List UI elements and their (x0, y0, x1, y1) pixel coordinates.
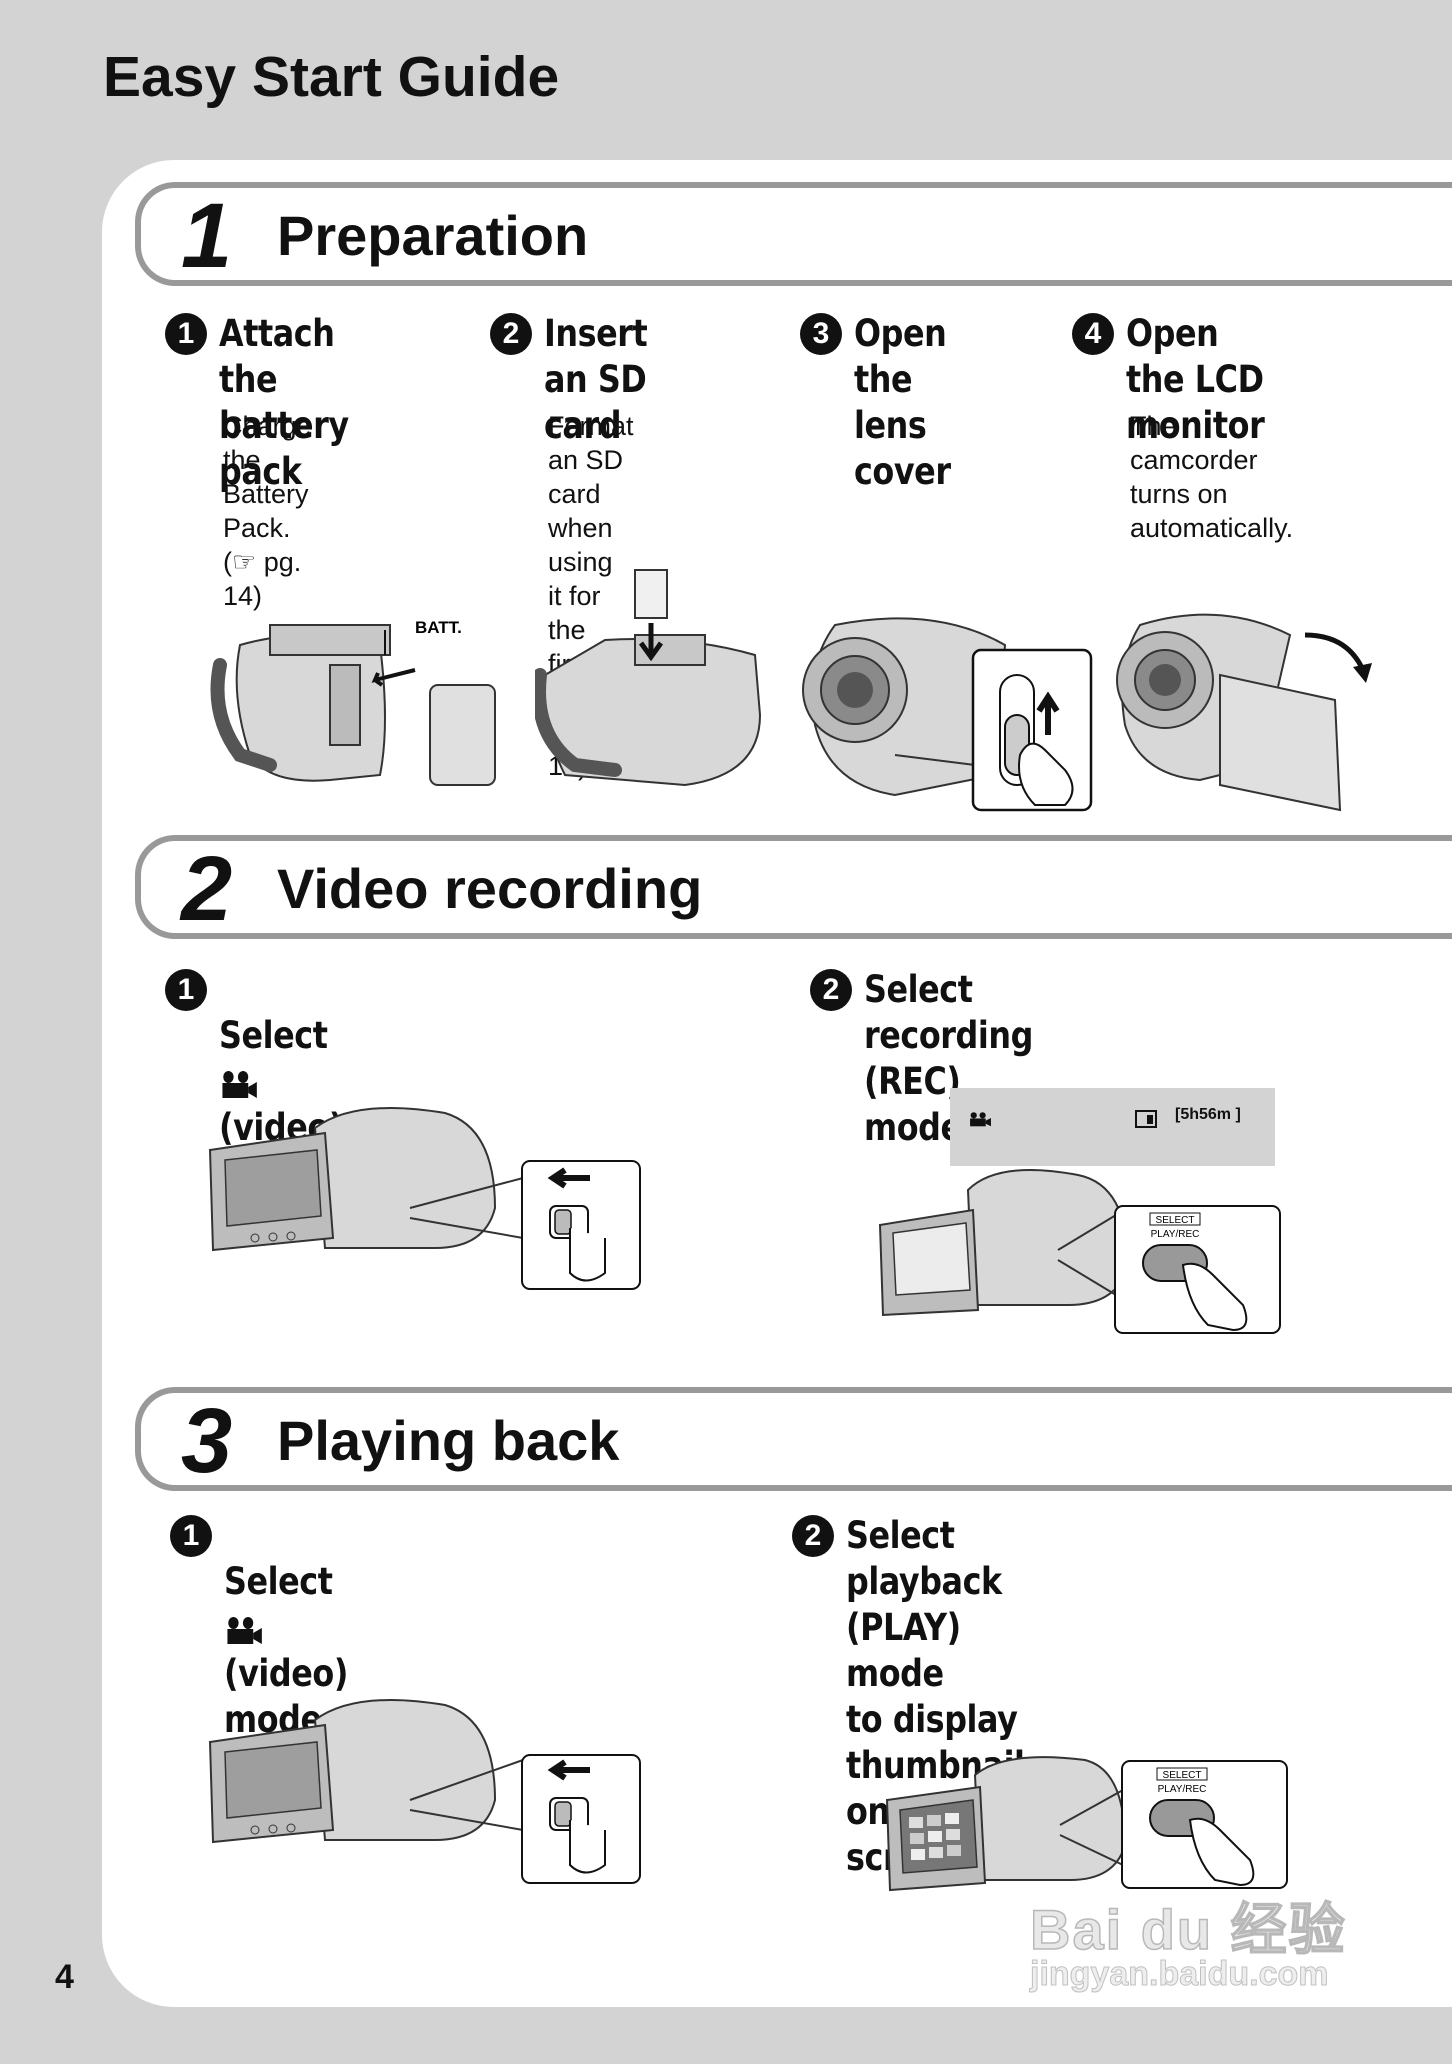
page-title: Easy Start Guide (103, 45, 560, 109)
step-badge: 2 (810, 969, 852, 1011)
lcd-status-bar: [5h56m ] (950, 1088, 1275, 1166)
step-badge: 2 (490, 313, 532, 355)
page-number: 4 (55, 1958, 74, 1996)
section-title: Playing back (277, 1409, 620, 1472)
step-title: Insert an SD card (544, 312, 648, 447)
sd-card-illustration (535, 569, 762, 787)
step-badge: 4 (1072, 313, 1114, 355)
section-header-playing-back: 3 Playing back (135, 1387, 1452, 1491)
battery-illustration: BATT. (210, 618, 496, 786)
remaining-time: [5h56m ] (1175, 1106, 1241, 1123)
lens-cover-illustration (802, 617, 1093, 812)
step-title-text: Select (224, 1560, 333, 1603)
play-mode-illustration: SELECT PLAY/REC (885, 1756, 1288, 1892)
step-title-text: Select (219, 1014, 328, 1057)
step-badge: 1 (165, 969, 207, 1011)
section-header-preparation: 1 Preparation (135, 182, 1452, 286)
video-camera-icon (970, 1112, 991, 1127)
baidu-watermark: Bai du 经验 jingyan.baidu.com (1029, 1885, 1347, 1993)
step-title: Select recording (REC) mode (864, 968, 1033, 1149)
step-title: Open the LCD monitor (1126, 312, 1265, 447)
play-rec-label: PLAY/REC (1151, 1229, 1200, 1240)
step-description: The camcorder turns on automatically. (1130, 411, 1294, 543)
select-label: SELECT (1163, 1770, 1202, 1781)
quality-icon (1135, 1110, 1157, 1128)
batt-label: BATT. (415, 618, 462, 637)
video-mode-illustration (208, 1107, 641, 1290)
step-title: Open the lens cover (854, 312, 951, 493)
watermark-url: jingyan.baidu.com (1029, 1955, 1329, 1994)
section-number: 2 (181, 838, 233, 940)
section-number: 1 (181, 185, 233, 287)
step-title-text: (video) mode (224, 1652, 348, 1741)
video-camera-icon (222, 1070, 257, 1098)
content-panel (102, 160, 1452, 2007)
section-number: 3 (181, 1390, 233, 1492)
select-label: SELECT (1156, 1215, 1195, 1226)
step-badge: 1 (170, 1515, 212, 1557)
step-title: Select (video) mode (224, 1513, 348, 1743)
video-camera-icon (227, 1616, 262, 1644)
step-badge: 2 (792, 1515, 834, 1557)
video-mode-illustration-playback (208, 1699, 641, 1884)
step-badge: 1 (165, 313, 207, 355)
watermark-logo: Bai du 经验 (1029, 1897, 1347, 1962)
step-description: Charge the Battery Pack. (☞ pg. 14) (223, 411, 312, 611)
open-lcd-illustration (1116, 613, 1372, 812)
section-title: Video recording (277, 857, 703, 920)
rec-mode-illustration: SELECT PLAY/REC (878, 1169, 1281, 1334)
section-title: Preparation (277, 204, 589, 267)
step-title: Attach the battery pack (219, 312, 349, 493)
section-header-video-recording: 2 Video recording (135, 835, 1452, 939)
step-badge: 3 (800, 313, 842, 355)
play-rec-label: PLAY/REC (1158, 1784, 1207, 1795)
